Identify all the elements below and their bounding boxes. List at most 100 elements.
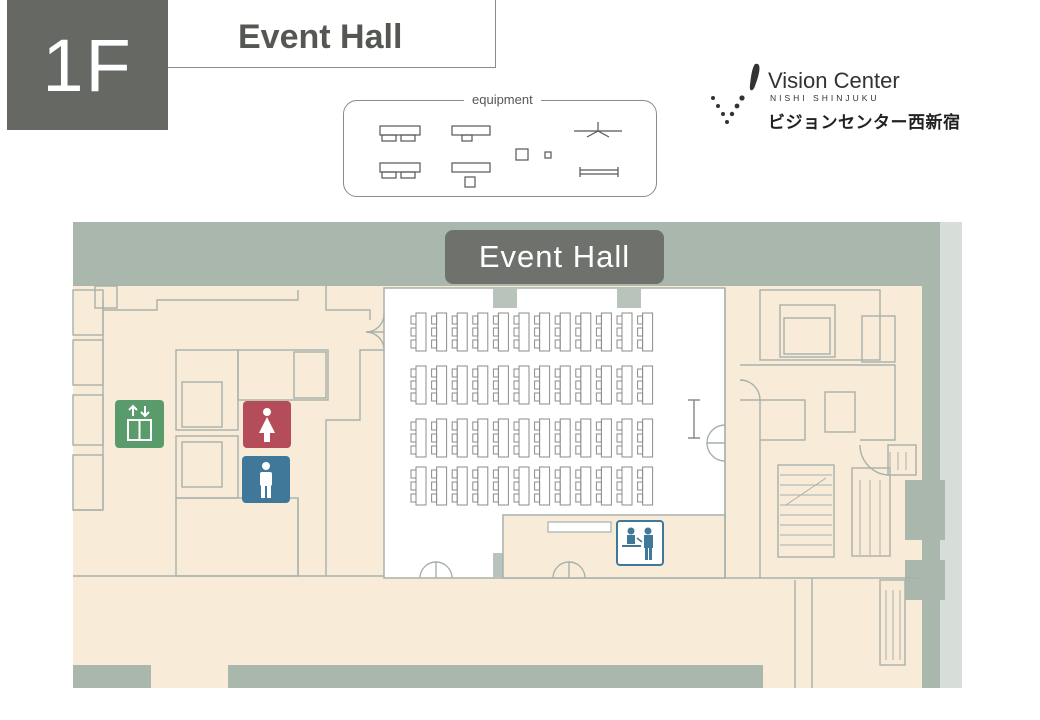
chair xyxy=(575,481,582,491)
desk xyxy=(600,365,612,405)
lectern-icon xyxy=(451,162,491,188)
chair xyxy=(472,392,479,402)
desk xyxy=(642,466,654,506)
chair xyxy=(534,327,541,337)
chair xyxy=(595,421,602,431)
chair xyxy=(616,392,623,402)
double-desk-alt-icon xyxy=(379,162,421,179)
chair xyxy=(431,380,438,390)
counter xyxy=(547,521,612,533)
floor-badge: 1F xyxy=(7,0,168,130)
chair xyxy=(616,481,623,491)
logo-subtitle: NISHI SHINJUKU xyxy=(770,93,880,103)
desk xyxy=(497,312,509,352)
desk xyxy=(621,365,633,405)
floor-label: 1F xyxy=(42,23,133,107)
screen-stand-icon xyxy=(574,122,622,138)
equipment-legend: equipment xyxy=(343,92,657,197)
stage-lectern xyxy=(688,399,700,439)
chair xyxy=(637,315,644,325)
chair xyxy=(534,368,541,378)
chair xyxy=(616,445,623,455)
chair xyxy=(451,481,458,491)
desk xyxy=(497,418,509,458)
chair xyxy=(575,493,582,503)
chair xyxy=(410,368,417,378)
chair xyxy=(637,481,644,491)
chair xyxy=(595,339,602,349)
chair xyxy=(554,493,561,503)
chair xyxy=(554,469,561,479)
chair xyxy=(451,339,458,349)
right-edge xyxy=(940,222,962,688)
chair xyxy=(431,469,438,479)
chair xyxy=(595,481,602,491)
chair xyxy=(472,469,479,479)
chair xyxy=(451,327,458,337)
desk xyxy=(642,312,654,352)
chair xyxy=(595,315,602,325)
chair xyxy=(534,445,541,455)
seating-area xyxy=(410,312,654,506)
chair xyxy=(451,380,458,390)
chair xyxy=(637,339,644,349)
desk xyxy=(518,312,530,352)
chair xyxy=(554,368,561,378)
chair xyxy=(595,392,602,402)
chair xyxy=(431,327,438,337)
chair xyxy=(431,392,438,402)
chair xyxy=(513,368,520,378)
chair xyxy=(513,469,520,479)
chair xyxy=(492,493,499,503)
chair xyxy=(513,380,520,390)
womens-restroom-icon xyxy=(243,401,291,448)
desk xyxy=(436,418,448,458)
chair xyxy=(575,380,582,390)
chair xyxy=(431,421,438,431)
desk xyxy=(539,365,551,405)
chair xyxy=(492,368,499,378)
double-desk-icon xyxy=(379,125,421,142)
chair xyxy=(554,481,561,491)
desk xyxy=(518,365,530,405)
desk xyxy=(600,418,612,458)
chair xyxy=(534,392,541,402)
chair xyxy=(472,493,479,503)
chair xyxy=(492,481,499,491)
desk xyxy=(415,466,427,506)
desk xyxy=(477,418,489,458)
whiteboard-icon xyxy=(579,167,619,177)
chair xyxy=(410,433,417,443)
desk xyxy=(415,312,427,352)
chair xyxy=(637,445,644,455)
chair xyxy=(492,421,499,431)
chair xyxy=(431,433,438,443)
right-wing xyxy=(724,288,922,688)
desk xyxy=(580,418,592,458)
chair xyxy=(575,315,582,325)
desk xyxy=(456,418,468,458)
chair xyxy=(451,315,458,325)
chair xyxy=(513,315,520,325)
chair xyxy=(637,493,644,503)
chair xyxy=(575,421,582,431)
chair xyxy=(513,392,520,402)
desk xyxy=(600,466,612,506)
event-hall-label: Event Hall xyxy=(445,230,664,284)
chair xyxy=(431,445,438,455)
chair xyxy=(431,339,438,349)
page-title: Event Hall xyxy=(238,18,403,56)
chair xyxy=(554,445,561,455)
desk xyxy=(621,466,633,506)
chair xyxy=(431,481,438,491)
chair xyxy=(431,368,438,378)
chair xyxy=(616,368,623,378)
chair xyxy=(410,445,417,455)
chair xyxy=(637,368,644,378)
desk xyxy=(642,365,654,405)
chair xyxy=(534,380,541,390)
chair xyxy=(575,469,582,479)
chair xyxy=(492,445,499,455)
chair xyxy=(472,368,479,378)
